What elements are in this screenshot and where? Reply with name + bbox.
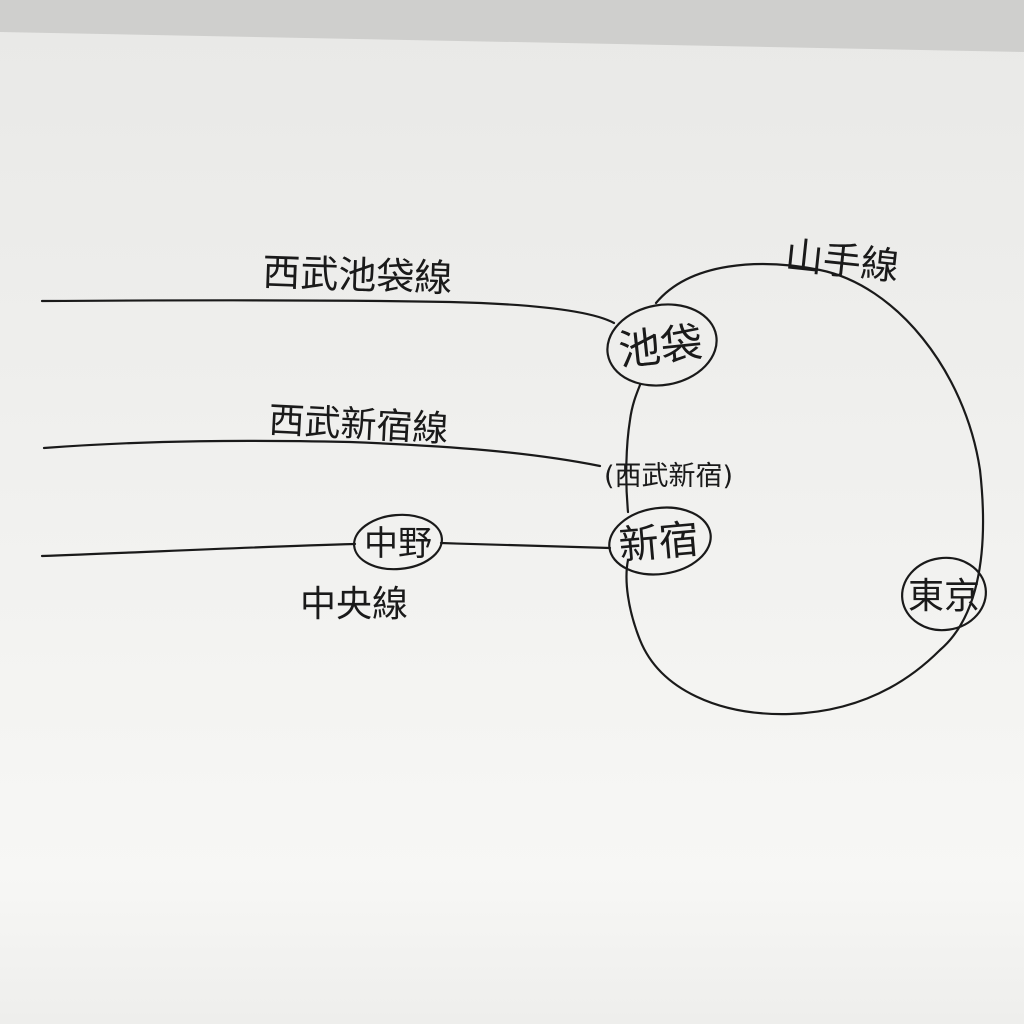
paper-sheet (0, 32, 1024, 1024)
seibu-shinjuku-line-label: 西武新宿線 (268, 400, 450, 450)
seibu-ikebukuro-line (40, 299, 616, 325)
ikebukuro-station-label: 池袋 (616, 318, 705, 376)
chuo-line-west (40, 542, 357, 558)
tokyo-station-label: 東京 (908, 576, 980, 617)
shinjuku-station-circle (608, 506, 712, 576)
chuo-line-east (439, 541, 612, 550)
tokyo-station-circle (901, 556, 987, 632)
seibu-shinjuku-station-label: (西武新宿) (604, 461, 733, 492)
ikebukuro-station-circle (606, 303, 718, 387)
shinjuku-station-label: 新宿 (617, 517, 701, 570)
seibu-ikebukuro-line-label: 西武池袋線 (262, 250, 453, 301)
chuo-line-label: 中央線 (300, 584, 408, 625)
nakano-station-circle (353, 513, 443, 571)
seibu-shinjuku-line (42, 439, 602, 468)
nakano-station-label: 中野 (364, 524, 432, 564)
